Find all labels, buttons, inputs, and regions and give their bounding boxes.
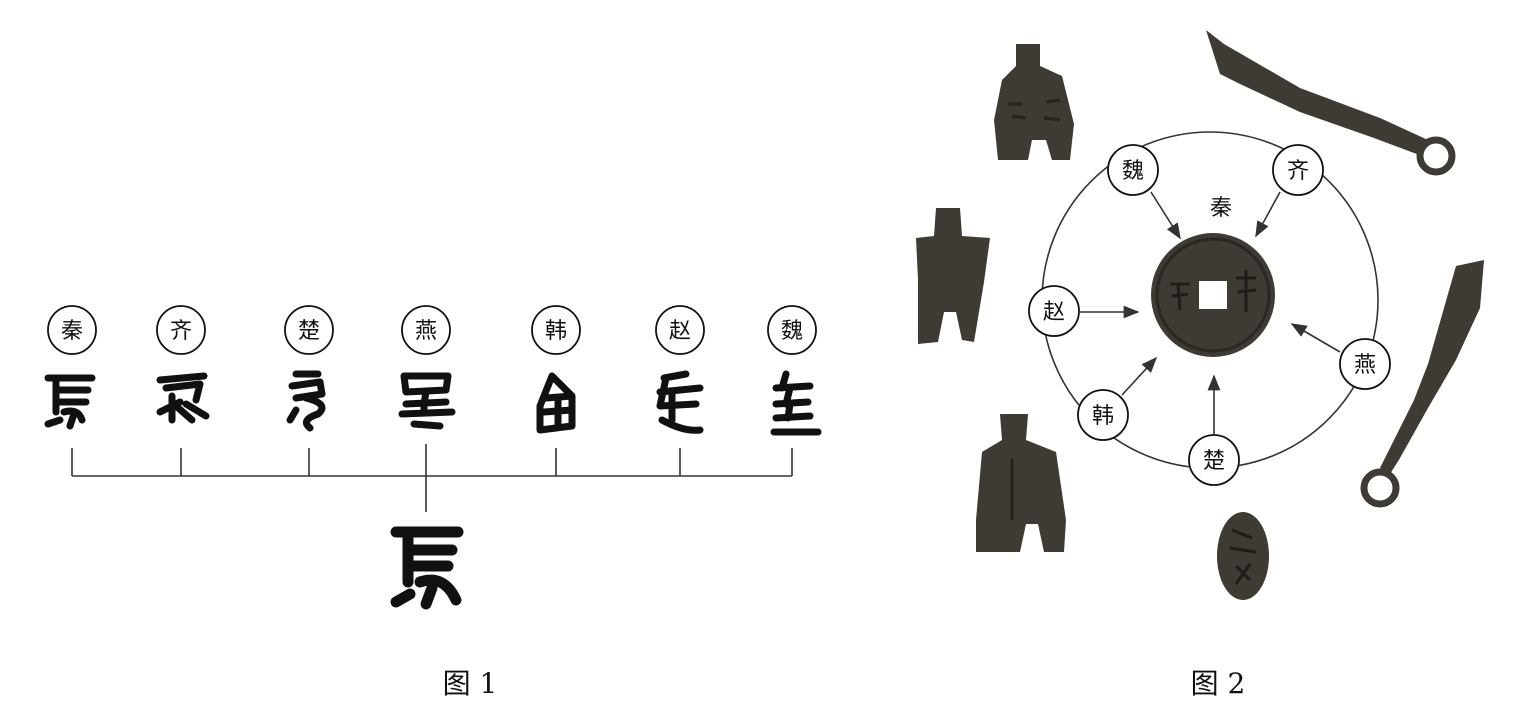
state-label: 魏 xyxy=(1122,159,1144,184)
state-label: 秦 xyxy=(61,319,83,344)
state-node-yan: 燕 xyxy=(401,305,451,355)
arrow-han-to-qin xyxy=(1121,356,1158,396)
state-label: 魏 xyxy=(781,319,803,344)
qin-banliang-coin xyxy=(1151,233,1275,357)
unified-seal-glyph xyxy=(390,526,464,610)
state-label: 燕 xyxy=(1354,353,1376,378)
pointed-spade-coin xyxy=(916,208,990,344)
state-label: 赵 xyxy=(1043,300,1065,325)
seal-glyph-qi xyxy=(156,372,210,424)
state-label: 齐 xyxy=(1287,159,1309,184)
ring-node-qi: 齐 xyxy=(1272,144,1324,196)
seal-glyph-qin xyxy=(44,374,96,430)
square-foot-spade-coin xyxy=(976,414,1066,552)
state-label: 燕 xyxy=(415,319,437,344)
state-label: 楚 xyxy=(298,319,320,344)
state-label: 齐 xyxy=(170,319,192,344)
state-label: 韩 xyxy=(1092,404,1114,429)
state-node-qin: 秦 xyxy=(47,305,97,355)
state-label: 韩 xyxy=(545,319,567,344)
arrow-yan-to-qin xyxy=(1290,323,1341,353)
spade-coin-top-left xyxy=(994,44,1074,160)
ring-node-han: 韩 xyxy=(1077,389,1129,441)
ring-node-chu: 楚 xyxy=(1188,434,1240,486)
state-label: 赵 xyxy=(669,319,691,344)
seal-glyph-chu xyxy=(286,370,326,432)
arrow-wei-to-qin xyxy=(1150,191,1181,240)
figure-1-caption: 图 1 xyxy=(443,667,498,700)
ring-node-wei: 魏 xyxy=(1107,144,1159,196)
seal-glyph-yan xyxy=(398,372,456,430)
merge-bracket xyxy=(71,444,793,512)
knife-coin-top-right xyxy=(1206,30,1456,176)
arrow-qi-to-qin xyxy=(1255,191,1281,238)
state-node-chu: 楚 xyxy=(284,305,334,355)
ring-node-yan: 燕 xyxy=(1339,338,1391,390)
seal-glyph-zhao xyxy=(656,370,704,434)
knife-coin-right xyxy=(1360,260,1484,508)
figure-1: 秦 齐 楚 燕 韩 赵 魏 xyxy=(44,305,822,700)
state-label: 楚 xyxy=(1203,449,1225,474)
state-node-han: 韩 xyxy=(531,305,581,355)
figure-2: 秦 魏 齐 赵 燕 韩 楚 xyxy=(916,30,1484,700)
ring-node-zhao: 赵 xyxy=(1028,285,1080,337)
seal-glyph-wei xyxy=(770,370,822,436)
ant-nose-coin xyxy=(1217,512,1269,600)
figure-2-caption: 图 2 xyxy=(1191,667,1246,700)
state-node-qi: 齐 xyxy=(156,305,206,355)
seal-glyph-han xyxy=(536,372,576,434)
center-state-label: 秦 xyxy=(1210,196,1232,221)
state-node-zhao: 赵 xyxy=(655,305,705,355)
state-node-wei: 魏 xyxy=(767,305,817,355)
